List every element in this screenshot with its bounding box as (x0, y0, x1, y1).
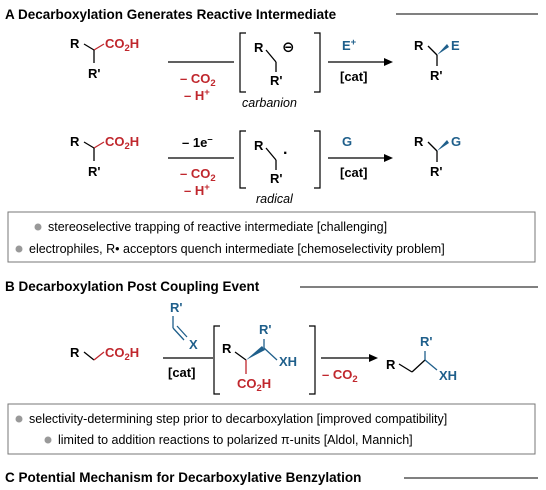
svg-text:R: R (254, 40, 264, 55)
bullet-dot (34, 223, 42, 231)
svg-text:R': R' (270, 171, 282, 186)
svg-text:R: R (70, 345, 80, 360)
svg-text:E: E (451, 38, 460, 53)
row2-cat: [cat] (340, 165, 367, 180)
section-b-product: R R' XH (386, 334, 457, 383)
row1-minus-h: – H+ (184, 87, 210, 103)
section-b-coupled-intermediate: R R' XH CO2H (213, 322, 316, 395)
row1-acid-rprime: R' (88, 66, 100, 81)
row2-starting-acid: R CO2H R' (70, 134, 139, 179)
section-c-title: C Potential Mechanism for Decarboxylativ… (5, 470, 361, 485)
row1-product: R E R' (414, 38, 460, 83)
section-b-cat: [cat] (168, 365, 195, 380)
carbanion-charge: ⊖ (282, 39, 295, 56)
section-a-title: A Decarboxylation Generates Reactive Int… (5, 7, 337, 22)
row2-minus-h: – H+ (184, 182, 210, 198)
svg-text:R: R (222, 341, 232, 356)
svg-text:CO2H: CO2H (105, 345, 139, 363)
svg-text:R: R (414, 134, 424, 149)
svg-text:R: R (414, 38, 424, 53)
svg-text:G: G (451, 134, 461, 149)
svg-text:R': R' (420, 334, 432, 349)
row1-acid-r: R (70, 36, 80, 51)
section-a-note-1: stereoselective trapping of reactive int… (48, 220, 387, 234)
svg-text:X: X (189, 337, 198, 352)
bullet-dot (15, 245, 23, 253)
svg-text:R: R (70, 134, 80, 149)
row2-minus-co2: – CO2 (180, 166, 216, 184)
carbanion-label: carbanion (242, 96, 297, 110)
row1-cat: [cat] (340, 69, 367, 84)
section-b-minus-co2: – CO2 (322, 367, 358, 385)
svg-text:R': R' (430, 164, 442, 179)
section-b-title: B Decarboxylation Post Coupling Event (5, 279, 260, 294)
row2-minus-electron: – 1e– (182, 134, 213, 150)
section-b-starting-acid: R CO2H (70, 345, 139, 363)
row1-minus-co2: – CO2 (180, 71, 216, 89)
section-b-alkene-reagent: R' X (170, 300, 198, 352)
section-b-note-2: limited to addition reactions to polariz… (58, 433, 413, 447)
svg-text:XH: XH (279, 354, 297, 369)
svg-text:R': R' (430, 68, 442, 83)
row1-carbanion-intermediate: R R' ⊖ (239, 32, 321, 93)
svg-text:R: R (254, 138, 264, 153)
svg-text:R': R' (88, 164, 100, 179)
svg-text:R: R (386, 357, 396, 372)
svg-text:R': R' (259, 322, 271, 337)
svg-text:CO2H: CO2H (105, 134, 139, 152)
row1-reagent-e: E+ (342, 37, 357, 53)
section-b-note-1: selectivity-determining step prior to de… (29, 412, 447, 426)
row1-acid-co2h: CO2H (105, 36, 139, 54)
svg-text:R': R' (170, 300, 182, 315)
row1-starting-acid: R CO2H R' (70, 36, 139, 81)
section-a-note-box (7, 211, 536, 263)
bullet-dot (15, 415, 23, 423)
svg-text:XH: XH (439, 368, 457, 383)
row2-reagent-g: G (342, 134, 352, 149)
radical-dot: · (283, 145, 288, 162)
svg-text:CO2H: CO2H (237, 376, 271, 394)
row2-radical-intermediate: R R' · (239, 130, 321, 189)
row2-product: R G R' (414, 134, 461, 179)
bullet-dot (44, 436, 52, 444)
svg-text:R': R' (270, 73, 282, 88)
section-b-note-box (7, 403, 536, 455)
section-a-note-2: electrophiles, R• acceptors quench inter… (29, 242, 445, 256)
radical-label: radical (256, 192, 294, 206)
